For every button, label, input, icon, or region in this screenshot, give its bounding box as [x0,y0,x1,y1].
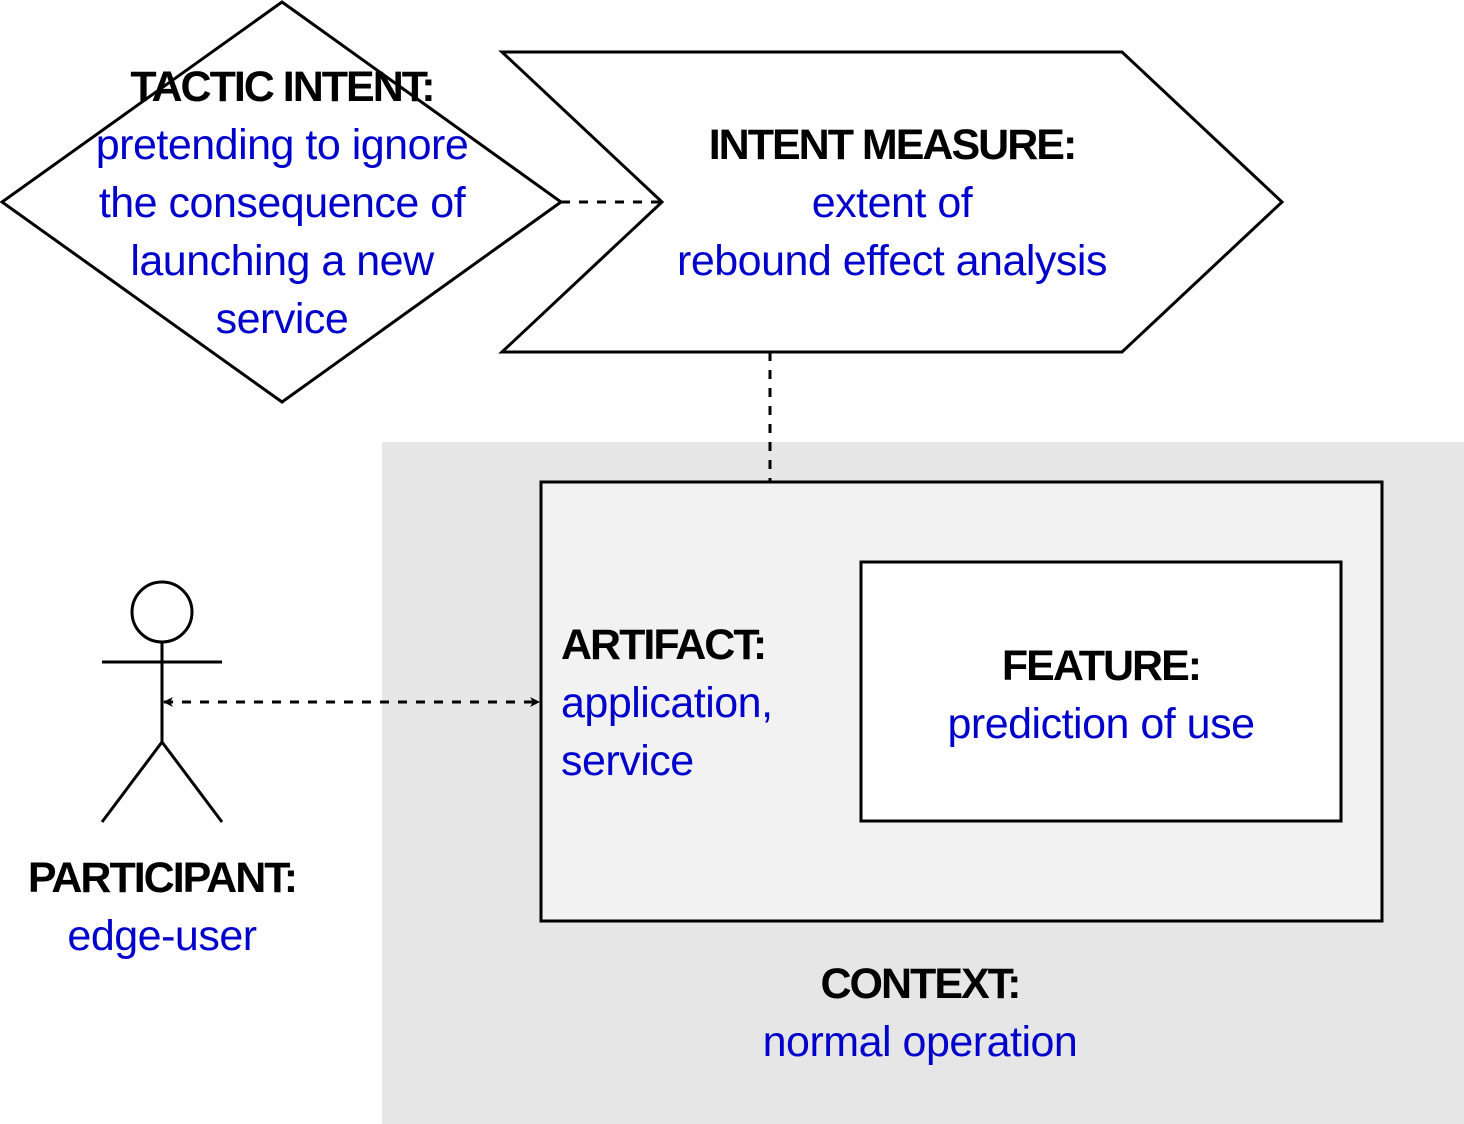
participant-value: edge-user [67,912,257,960]
intent-measure-line: rebound effect analysis [677,237,1107,285]
intent-measure-chevron [498,50,1285,354]
artifact-line: service [561,737,694,785]
feature-title: FEATURE: [1001,642,1202,690]
tactic-intent-label: TACTIC INTENT: pretending to ignore the … [22,58,542,348]
context-label: CONTEXT: normal operation [720,955,1120,1071]
tactic-intent-line: pretending to ignore [95,121,469,169]
feature-box [859,560,1343,823]
artifact-line: application, [561,679,773,727]
feature-label: FEATURE: prediction of use [861,637,1341,753]
tactic-intent-title: TACTIC INTENT: [130,63,435,111]
feature-value: prediction of use [947,700,1255,748]
participant-label: PARTICIPANT: edge-user [2,849,322,965]
tactic-intent-line: service [215,295,349,343]
tactic-intent-diamond [0,0,564,404]
intent-measure-title: INTENT MEASURE: [708,121,1078,169]
intent-measure-line: extent of [811,179,973,227]
tactic-intent-line: the consequence of [98,179,466,227]
context-value: normal operation [762,1018,1078,1066]
intent-measure-label: INTENT MEASURE: extent of rebound effect… [592,116,1192,290]
artifact-title: ARTIFACT: [561,621,767,669]
context-title: CONTEXT: [820,960,1022,1008]
participant-title: PARTICIPANT: [27,854,298,902]
artifact-label: ARTIFACT: application, service [561,616,851,790]
participant-actor-icon [100,580,224,823]
tactic-intent-line: launching a new [130,237,434,285]
